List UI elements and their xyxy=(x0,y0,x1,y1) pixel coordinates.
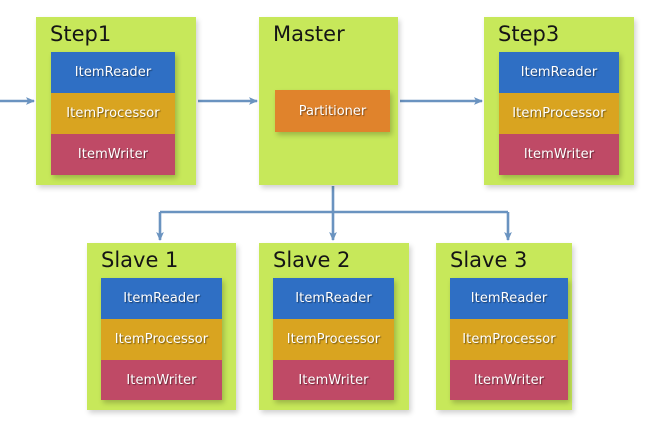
node-master-title: Master xyxy=(273,22,345,46)
component-itemreader[interactable]: ItemReader xyxy=(450,278,568,319)
component-itemprocessor[interactable]: ItemProcessor xyxy=(450,319,568,360)
node-step3-components: ItemReader ItemProcessor ItemWriter xyxy=(499,52,619,175)
node-step3[interactable]: Step3 ItemReader ItemProcessor ItemWrite… xyxy=(484,17,634,185)
component-itemwriter[interactable]: ItemWriter xyxy=(101,360,222,400)
node-step1-components: ItemReader ItemProcessor ItemWriter xyxy=(51,52,175,175)
component-itemprocessor[interactable]: ItemProcessor xyxy=(51,93,175,134)
component-itemprocessor[interactable]: ItemProcessor xyxy=(499,93,619,134)
component-itemwriter[interactable]: ItemWriter xyxy=(499,134,619,175)
component-itemprocessor[interactable]: ItemProcessor xyxy=(101,319,222,360)
node-master[interactable]: Master Partitioner xyxy=(259,17,398,185)
component-itemreader[interactable]: ItemReader xyxy=(51,52,175,93)
component-itemprocessor[interactable]: ItemProcessor xyxy=(273,319,394,360)
node-step1[interactable]: Step1 ItemReader ItemProcessor ItemWrite… xyxy=(36,17,196,185)
component-itemreader[interactable]: ItemReader xyxy=(273,278,394,319)
node-slave3[interactable]: Slave 3 ItemReader ItemProcessor ItemWri… xyxy=(436,243,572,410)
node-slave1-title: Slave 1 xyxy=(101,248,179,272)
component-itemreader[interactable]: ItemReader xyxy=(499,52,619,93)
component-partitioner[interactable]: Partitioner xyxy=(275,90,390,132)
component-itemwriter[interactable]: ItemWriter xyxy=(51,134,175,175)
node-slave3-components: ItemReader ItemProcessor ItemWriter xyxy=(450,278,568,400)
node-slave1[interactable]: Slave 1 ItemReader ItemProcessor ItemWri… xyxy=(87,243,236,410)
node-step1-title: Step1 xyxy=(50,22,112,46)
node-slave2[interactable]: Slave 2 ItemReader ItemProcessor ItemWri… xyxy=(259,243,409,410)
node-slave3-title: Slave 3 xyxy=(450,248,528,272)
component-itemreader[interactable]: ItemReader xyxy=(101,278,222,319)
node-slave2-components: ItemReader ItemProcessor ItemWriter xyxy=(273,278,394,400)
node-slave1-components: ItemReader ItemProcessor ItemWriter xyxy=(101,278,222,400)
node-slave2-title: Slave 2 xyxy=(273,248,351,272)
node-step3-title: Step3 xyxy=(498,22,560,46)
component-itemwriter[interactable]: ItemWriter xyxy=(450,360,568,400)
component-itemwriter[interactable]: ItemWriter xyxy=(273,360,394,400)
